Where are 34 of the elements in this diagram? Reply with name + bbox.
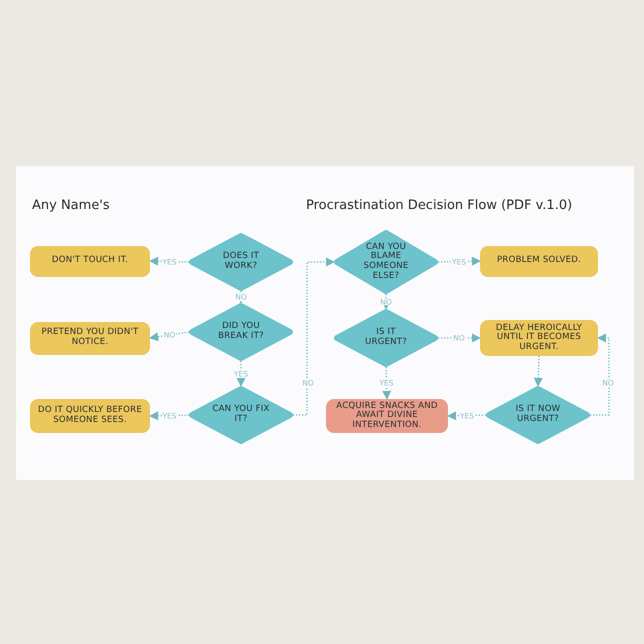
process-box (326, 399, 448, 433)
process-box (30, 399, 150, 433)
arrow (534, 356, 543, 387)
arrow (438, 333, 481, 343)
node-text: DOES IT WORK? (222, 252, 260, 272)
node-text: IS IT URGENT? (364, 328, 408, 348)
process-box (30, 322, 150, 354)
node-text: PROBLEM SOLVED. (497, 256, 581, 266)
node-text: CAN YOU FIX IT? (211, 405, 271, 425)
arrow (590, 333, 610, 416)
arrow (293, 257, 335, 416)
node-text: IS IT NOW URGENT? (514, 405, 562, 425)
node-text: PRETEND YOU DIDN'T NOTICE. (40, 328, 140, 348)
decision-diamond (189, 386, 293, 444)
node-text: CAN YOU BLAME SOMEONE ELSE? (362, 242, 410, 282)
process-box (480, 320, 598, 356)
node-text: DELAY HEROICALLY UNTIL IT BECOMES URGENT. (494, 324, 584, 352)
diagram-title: Procrastination Decision Flow (PDF v.1.0) (306, 198, 572, 213)
decision-diamond (334, 230, 438, 294)
name-label: Any Name's (32, 198, 110, 213)
node-text: DON'T TOUCH IT. (52, 256, 128, 266)
process-box (30, 246, 150, 276)
node-text: ACQUIRE SNACKS AND AWAIT DIVINE INTERVENTION. (335, 402, 439, 430)
decision-diamond (189, 233, 293, 291)
decision-diamond (486, 386, 590, 444)
arrow (438, 256, 481, 266)
decision-diamond (334, 309, 438, 367)
decision-diamond (189, 303, 293, 361)
arrow (381, 294, 391, 310)
node-text: DID YOU BREAK IT? (217, 322, 265, 342)
process-box (480, 246, 598, 276)
arrow (382, 366, 392, 400)
arrow (236, 361, 246, 387)
node-text: DO IT QUICKLY BEFORE SOMEONE SEES. (37, 406, 143, 426)
